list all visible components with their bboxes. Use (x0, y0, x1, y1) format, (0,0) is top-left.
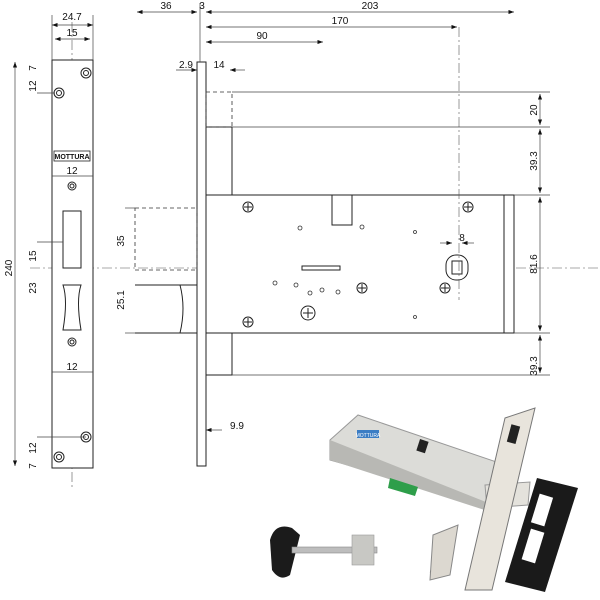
lock-body-view: 36 3 203 170 90 2.9 14 20 39.3 81.6 39.3… (116, 1, 550, 467)
dim-latch-hole-width: 12 (66, 362, 78, 373)
dim-bottom-offset: 9.9 (230, 421, 244, 432)
strike-plate (51, 59, 94, 469)
dim-total-height: 240 (4, 259, 15, 276)
dim-bottom-hole-gap: 7 (28, 463, 39, 469)
dim-bolt-offset: 15 (28, 250, 39, 262)
dim-lower-section: 39.3 (529, 356, 540, 376)
bolt-opening (62, 210, 82, 269)
dim-faceplate-width: 14 (213, 60, 225, 71)
latch-bolt (179, 284, 184, 334)
strike-plate-view: MOTTURA 24.7 15 240 12 7 12 15 23 12 12 … (4, 12, 600, 490)
deadbolt-extended (134, 207, 198, 271)
dim-overall-length: 203 (362, 1, 379, 12)
lock-case (205, 194, 515, 334)
dim-width-total: 24.7 (62, 12, 82, 23)
screw-icon (242, 201, 474, 328)
brand-badge (53, 150, 91, 162)
dim-width-inner: 15 (66, 28, 78, 39)
dim-backset-bolt: 36 (160, 1, 172, 12)
dim-key-square: 8 (459, 233, 465, 244)
dim-top-extension: 20 (529, 104, 540, 116)
dim-top-hole-offset: 12 (28, 80, 39, 92)
dim-bolt-projection: 35 (116, 235, 127, 247)
dim-faceplate-thickness: 2.9 (179, 60, 193, 71)
key-follower (445, 254, 469, 281)
faceplate (196, 61, 207, 467)
dim-body-height: 81.6 (529, 254, 540, 274)
dim-upper-section: 39.3 (529, 151, 540, 171)
dim-bottom-hole-offset: 12 (28, 442, 39, 454)
screw-hole-icon (53, 67, 92, 463)
key-icon (270, 526, 378, 578)
brand-label: MOTTURA (55, 154, 90, 161)
dim-top-hole-gap: 7 (28, 65, 39, 71)
brand-sticker (357, 430, 379, 438)
dim-latch-offset: 23 (28, 282, 39, 294)
dim-key-distance: 170 (332, 16, 349, 27)
dim-bolt-hole-width: 12 (66, 166, 78, 177)
latch-opening (62, 284, 82, 331)
photo-faceplate (464, 407, 536, 591)
green-label (388, 478, 418, 496)
svg-text:MOTTURA: MOTTURA (356, 433, 381, 439)
dim-handle-distance: 90 (256, 31, 268, 42)
dim-faceplate: 3 (199, 1, 205, 12)
dim-latch-projection: 25.1 (116, 290, 127, 310)
lock-product-photo: MOTTURA (270, 407, 578, 592)
